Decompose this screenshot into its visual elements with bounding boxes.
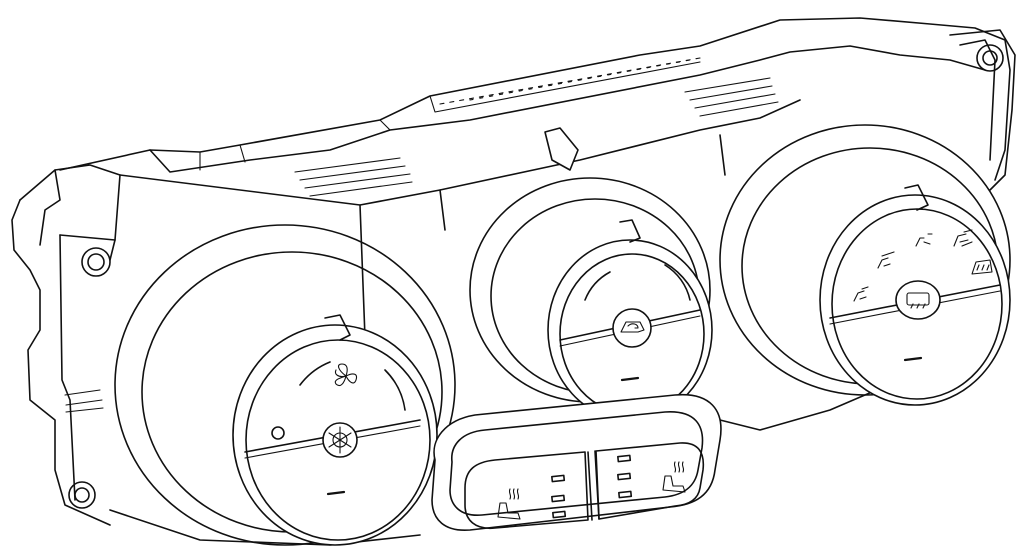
recirculation-icon[interactable] [612, 308, 652, 348]
indicator-light [617, 454, 632, 463]
mounting-hole-upper-right [976, 44, 1004, 72]
rear-defrost-icon[interactable] [895, 280, 941, 320]
bi-level-icon [877, 251, 895, 269]
mounting-hole-lower-left [68, 481, 96, 509]
floor-icon [915, 233, 933, 247]
seat-heat-icon [662, 461, 686, 493]
vent-grooves-right [684, 77, 779, 117]
vent-grooves-left [294, 157, 413, 197]
fan-icon [334, 363, 358, 387]
floor-defrost-icon [953, 229, 973, 247]
knob-position-mark [903, 356, 923, 362]
mounting-hole-upper-left [81, 247, 111, 277]
indicator-light [551, 494, 566, 503]
housing [59, 17, 1011, 546]
face-vent-icon [853, 286, 869, 302]
seat-heat-panel [431, 393, 722, 531]
knob-position-mark [620, 376, 640, 382]
left-knob[interactable] [114, 224, 456, 546]
indicator-light [618, 490, 633, 499]
center-knob[interactable] [469, 177, 713, 421]
seat-heat-icon [497, 488, 521, 520]
indicator-circle-icon [271, 426, 285, 440]
right-seat-heat-button[interactable] [595, 442, 705, 520]
knob-position-mark [326, 490, 346, 496]
snowflake-ac-icon[interactable] [322, 422, 358, 458]
windshield-defrost-icon [971, 259, 993, 275]
indicator-light [552, 510, 567, 519]
right-mounting-bracket [949, 29, 1016, 191]
indicator-light [551, 474, 566, 483]
left-seat-heat-button[interactable] [464, 451, 589, 530]
indicator-light [617, 472, 632, 481]
right-knob[interactable] [719, 124, 1011, 406]
left-mounting-bracket [11, 164, 121, 526]
